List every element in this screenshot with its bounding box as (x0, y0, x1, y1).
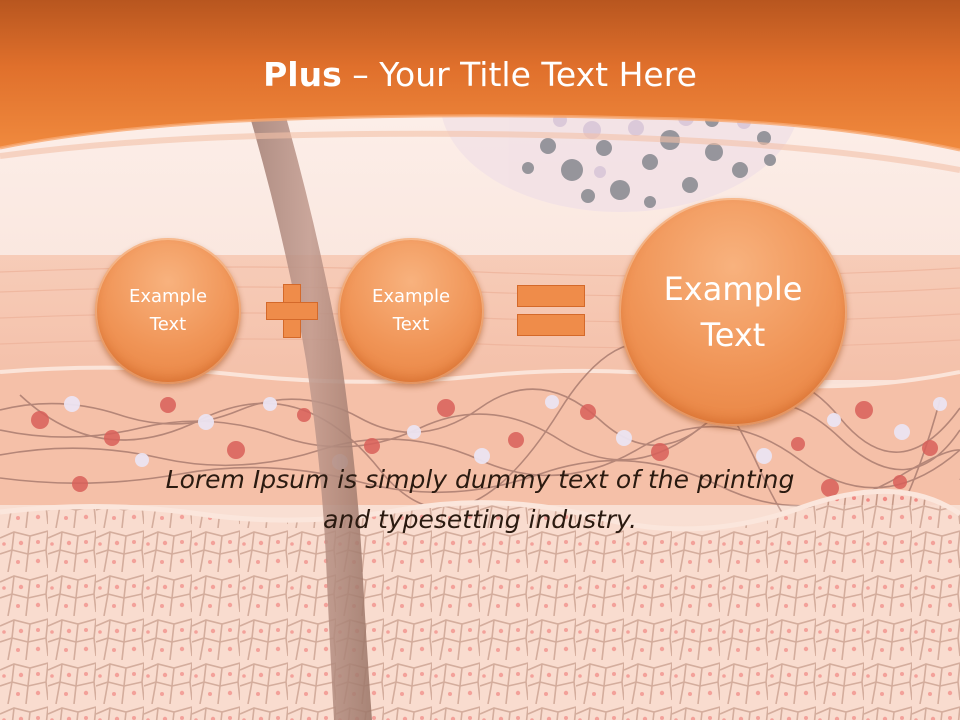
title-bold: Plus (263, 55, 342, 94)
operand-1-circle: Example Text (95, 238, 241, 384)
slide-title: Plus – Your Title Text Here (0, 52, 960, 98)
operand-2-circle: Example Text (338, 238, 484, 384)
title-rest: – Your Title Text Here (341, 55, 697, 94)
equals-icon-bottom-bar (517, 314, 585, 336)
equals-icon-top-bar (517, 285, 585, 307)
plus-icon-center (284, 303, 300, 319)
body-text: Lorem Ipsum is simply dummy text of the … (165, 465, 795, 534)
result-circle: Example Text (619, 198, 847, 426)
